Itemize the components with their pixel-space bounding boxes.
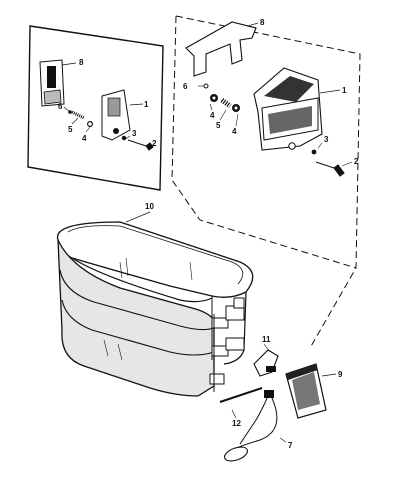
screw-3 [311,149,317,155]
callout-labels: 8 1 6 5 4 3 2 8 6 1 4 5 4 3 2 10 11 9 12… [58,18,359,450]
callout-8: 8 [260,18,265,27]
inset-screw-3 [121,135,127,141]
callout-4b: 4 [232,127,237,136]
assembly-dashed-outline [171,15,361,349]
sensor-cable-7 [223,390,278,462]
rod-12 [219,387,263,403]
callout-inset-3: 3 [132,129,137,138]
callout-4a: 4 [210,111,215,120]
callout-inset-8: 8 [79,58,84,67]
callout-10: 10 [145,202,154,211]
callout-5: 5 [216,121,221,130]
thumbscrew-2 [315,161,345,177]
callout-6: 6 [183,82,188,91]
retainer-bracket [185,21,257,77]
callout-inset-4: 4 [82,134,87,143]
latch-11 [253,349,279,377]
band-latch-hinges [209,297,245,392]
inset-thumbscrew-2 [127,139,154,151]
callout-9: 9 [338,370,343,379]
pad-9 [285,363,327,419]
inset-retainer-clip [39,59,65,107]
callout-7: 7 [288,441,293,450]
callout-3: 3 [324,135,329,144]
callout-inset-2: 2 [152,139,157,148]
mounting-bracket [253,67,323,151]
inset-panel [27,25,164,191]
clamp-band [56,221,254,397]
washer-6 [203,83,209,89]
callout-inset-1: 1 [144,100,149,109]
callout-inset-5: 5 [68,125,73,134]
inset-bracket-plate [101,89,131,141]
inset-spring-5 [71,110,85,120]
callout-2: 2 [354,157,359,166]
callout-1: 1 [342,86,347,95]
callout-11: 11 [262,335,271,344]
callout-inset-6: 6 [58,102,63,111]
inset-nut-4 [86,120,93,127]
spring-5 [220,98,232,108]
callout-12: 12 [232,419,241,428]
